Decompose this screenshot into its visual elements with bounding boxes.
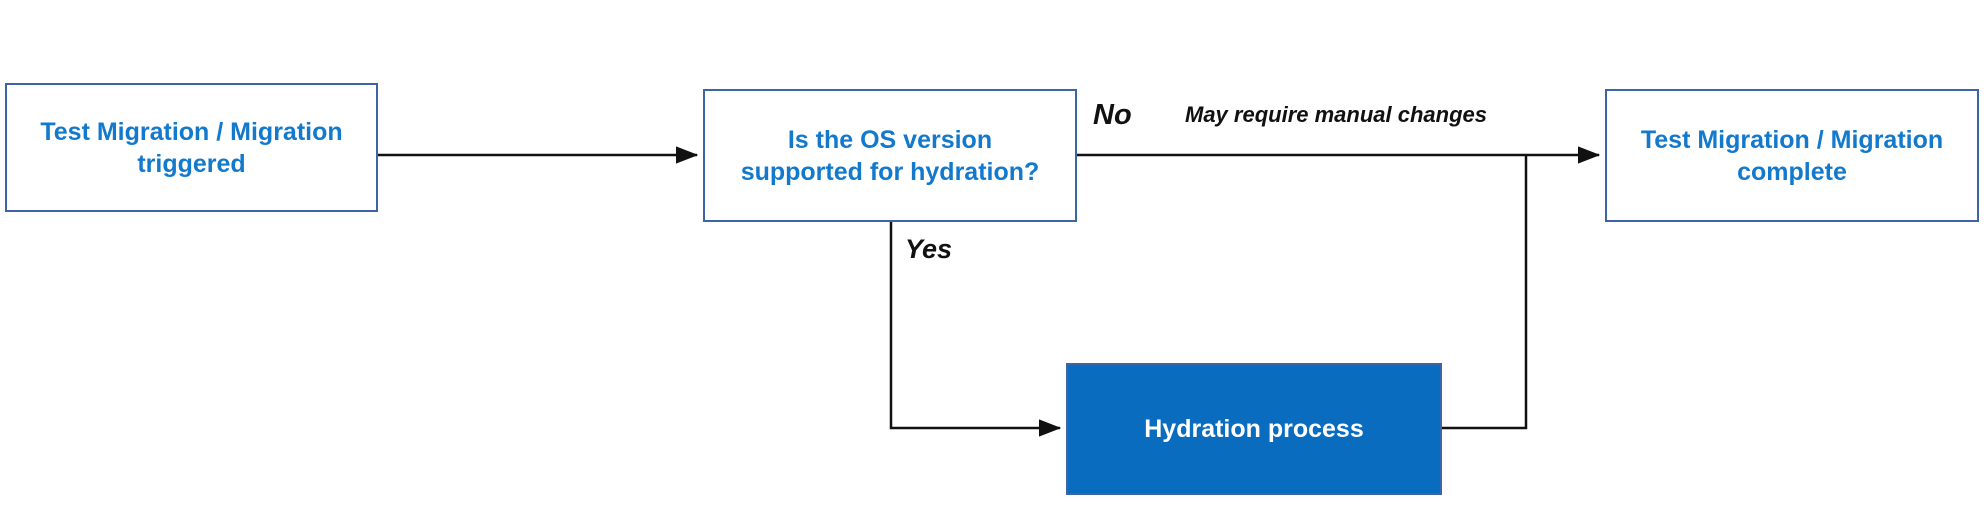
node-os-version-supported-decision[interactable]: Is the OS version supported for hydratio… xyxy=(703,89,1077,222)
node-test-migration-complete[interactable]: Test Migration / Migration complete xyxy=(1605,89,1979,222)
edge-hydration-to-complete xyxy=(1442,155,1528,430)
node-label: Test Migration / Migration complete xyxy=(1640,125,1944,186)
node-label: Hydration process xyxy=(1144,415,1364,443)
edge-label-no: No xyxy=(1093,99,1132,131)
node-label: Is the OS version supported for hydratio… xyxy=(740,125,1040,186)
edge-label-yes: Yes xyxy=(905,234,953,264)
node-hydration-process[interactable]: Hydration process xyxy=(1066,363,1442,495)
node-label: Test Migration / Migration triggered xyxy=(40,117,343,178)
edge-note-manual-changes: May require manual changes xyxy=(1185,102,1487,127)
node-test-migration-triggered[interactable]: Test Migration / Migration triggered xyxy=(5,83,378,212)
